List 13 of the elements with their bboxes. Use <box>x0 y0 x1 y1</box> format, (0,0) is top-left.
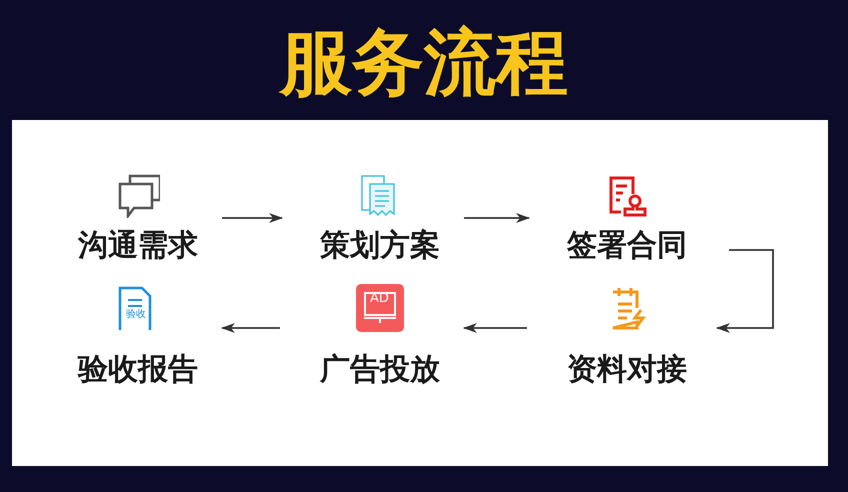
step-label: 验收报告 <box>78 352 198 388</box>
title: 服务流程 <box>280 19 568 106</box>
step-label: 策划方案 <box>320 228 440 264</box>
arrow <box>463 323 527 333</box>
step-label: 签署合同 <box>567 228 687 264</box>
arrow <box>221 323 280 333</box>
arrow <box>716 249 774 333</box>
step-label: 资料对接 <box>567 352 687 388</box>
step-label: 沟通需求 <box>78 228 198 264</box>
arrow <box>222 213 283 223</box>
step-label: 广告投放 <box>320 352 440 388</box>
arrow <box>464 213 530 223</box>
icon-text: 验收 <box>126 309 146 321</box>
